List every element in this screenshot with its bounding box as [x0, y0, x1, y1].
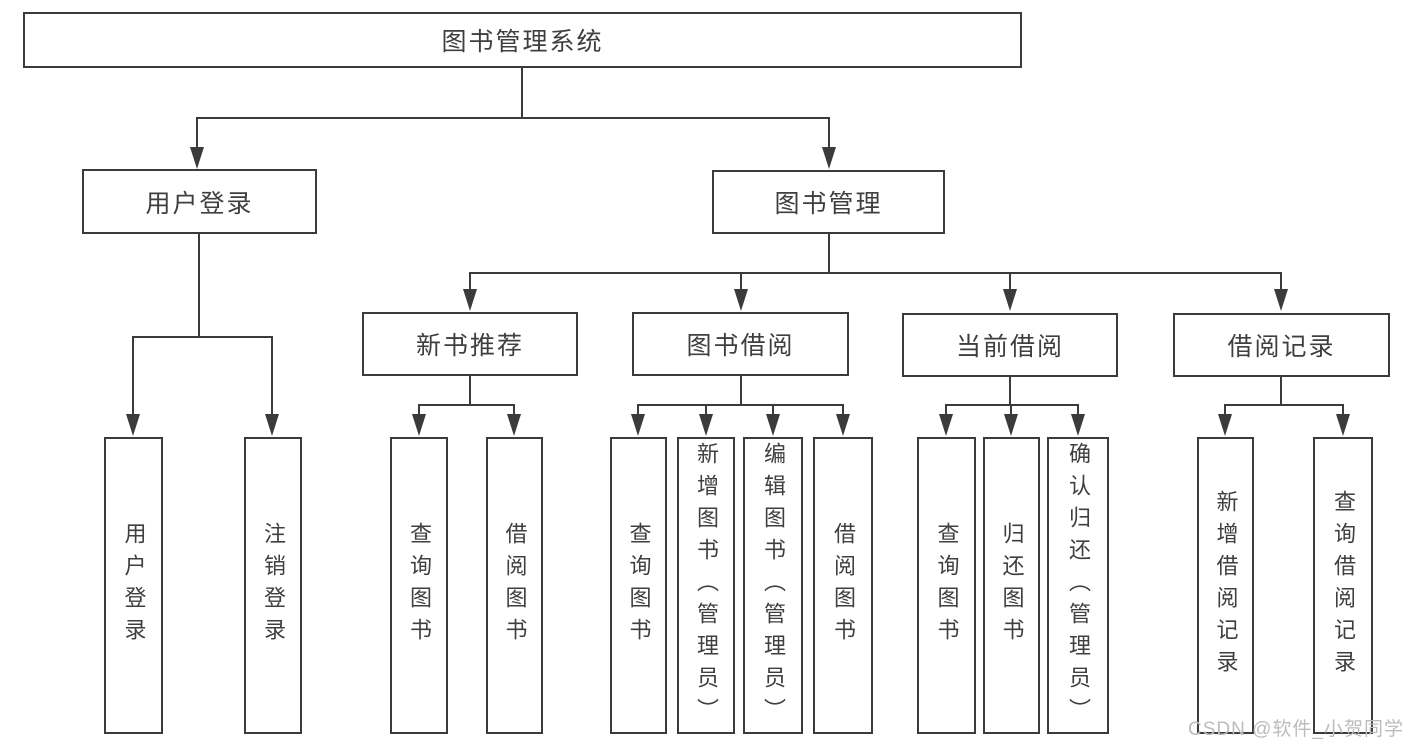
connector-arrow-shaft	[1009, 272, 1011, 291]
csdn-watermark: CSDN @软件_小贺同学	[1188, 719, 1404, 740]
leaf-label: 确认归还（管理员）	[1066, 441, 1091, 730]
node-book-management-system: 图书管理系统	[23, 12, 1022, 68]
connector-arrow-shaft	[469, 272, 471, 291]
connector-arrow-shaft	[1342, 404, 1344, 416]
leaf-label: 借阅图书	[831, 521, 856, 650]
connector-arrow-shaft	[513, 404, 515, 416]
connector-arrow-shaft	[772, 404, 774, 416]
connector-arrow-shaft	[196, 117, 198, 149]
connector-new-book-stem	[469, 376, 471, 406]
arrowhead-icon	[1218, 414, 1232, 436]
arrowhead-icon	[1004, 414, 1018, 436]
arrowhead-icon	[631, 414, 645, 436]
node-edit-books-admin: 编辑图书（管理员）	[743, 437, 803, 734]
arrowhead-icon	[939, 414, 953, 436]
connector-arrow-shaft	[1077, 404, 1079, 416]
arrowhead-icon	[766, 414, 780, 436]
node-logout-action: 注销登录	[244, 437, 302, 734]
leaf-label: 查询图书	[407, 521, 432, 650]
leaf-label: 用户登录	[121, 521, 147, 650]
leaf-label: 查询图书	[934, 521, 960, 650]
connector-new-book-rail	[418, 404, 515, 406]
arrowhead-icon	[1071, 414, 1085, 436]
arrowhead-icon	[734, 289, 748, 311]
connector-arrow-shaft	[740, 272, 742, 291]
connector-book-mgmt-stem	[828, 234, 830, 274]
node-query-books-current: 查询图书	[917, 437, 976, 734]
arrowhead-icon	[1274, 289, 1288, 311]
leaf-label: 查询借阅记录	[1331, 489, 1356, 682]
node-query-books-recommend: 查询图书	[390, 437, 448, 734]
connector-arrow-shaft	[418, 404, 420, 416]
arrowhead-icon	[1336, 414, 1350, 436]
connector-arrow-shaft	[132, 336, 134, 415]
connector-arrow-shaft	[828, 117, 830, 149]
node-user-login: 用户登录	[82, 169, 317, 234]
connector-root-stem	[521, 68, 523, 118]
leaf-label: 新增借阅记录	[1213, 489, 1239, 682]
node-query-books-borrow: 查询图书	[610, 437, 667, 734]
connector-arrow-shaft	[842, 404, 844, 416]
leaf-label: 注销登录	[261, 521, 286, 650]
node-add-borrow-record: 新增借阅记录	[1197, 437, 1254, 734]
connector-arrow-shaft	[637, 404, 639, 416]
connector-arrow-shaft	[271, 336, 273, 415]
node-book-management: 图书管理	[712, 170, 945, 234]
connector-current-borrow-stem	[1009, 377, 1011, 406]
node-borrow-records: 借阅记录	[1173, 313, 1390, 377]
node-current-borrow: 当前借阅	[902, 313, 1118, 377]
connector-book-borrow-rail	[638, 404, 843, 406]
connector-root-rail	[197, 117, 830, 119]
connector-borrow-records-stem	[1280, 377, 1282, 406]
arrowhead-icon	[1003, 289, 1017, 311]
connector-borrow-records-rail	[1225, 404, 1343, 406]
connector-current-borrow-rail	[946, 404, 1078, 406]
connector-book-borrow-stem	[740, 376, 742, 406]
leaf-label: 归还图书	[999, 521, 1025, 650]
arrowhead-icon	[836, 414, 850, 436]
leaf-label: 查询图书	[626, 521, 652, 650]
connector-user-login-stem	[198, 234, 200, 338]
leaf-label: 借阅图书	[502, 521, 528, 650]
connector-book-mgmt-rail	[469, 272, 1282, 274]
arrowhead-icon	[265, 414, 279, 436]
arrowhead-icon	[412, 414, 426, 436]
node-new-book-recommend: 新书推荐	[362, 312, 578, 376]
arrowhead-icon	[822, 147, 836, 169]
connector-arrow-shaft	[705, 404, 707, 416]
arrowhead-icon	[190, 147, 204, 169]
connector-arrow-shaft	[1224, 404, 1226, 416]
node-add-books-admin: 新增图书（管理员）	[677, 437, 735, 734]
connector-arrow-shaft	[1280, 272, 1282, 291]
node-user-login-action: 用户登录	[104, 437, 163, 734]
node-return-books: 归还图书	[983, 437, 1040, 734]
arrowhead-icon	[507, 414, 521, 436]
connector-arrow-shaft	[945, 404, 947, 416]
arrowhead-icon	[126, 414, 140, 436]
connector-arrow-shaft	[1010, 404, 1012, 416]
node-borrow-books-action: 借阅图书	[813, 437, 873, 734]
node-borrow-books-recommend: 借阅图书	[486, 437, 543, 734]
arrowhead-icon	[699, 414, 713, 436]
node-book-borrow: 图书借阅	[632, 312, 849, 376]
leaf-label: 编辑图书（管理员）	[761, 441, 786, 730]
arrowhead-icon	[463, 289, 477, 311]
node-confirm-return-admin: 确认归还（管理员）	[1047, 437, 1109, 734]
leaf-label: 新增图书（管理员）	[694, 441, 719, 730]
connector-user-login-rail	[133, 336, 273, 338]
node-query-borrow-record: 查询借阅记录	[1313, 437, 1373, 734]
